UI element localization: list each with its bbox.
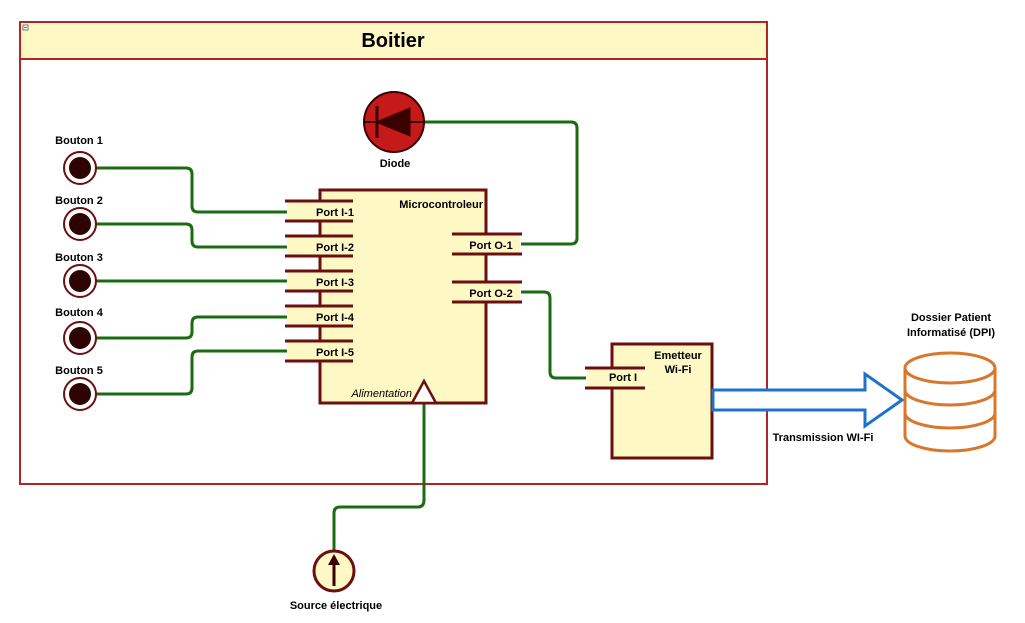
wifi-emitter[interactable]: Emetteur Wi-Fi [610, 342, 714, 460]
input-port-2-label: Port I-2 [316, 242, 354, 254]
input-port-1[interactable]: Port I-1 [285, 199, 354, 223]
microcontroller-title: Microcontroleur [399, 199, 483, 211]
output-port-2-label: Port O-2 [469, 288, 512, 300]
power-source[interactable]: Source électrique [290, 549, 382, 612]
wire-button4 [96, 315, 288, 340]
output-port-1-label: Port O-1 [469, 240, 512, 252]
input-port-4[interactable]: Port I-4 [285, 304, 355, 328]
database-label-line2: Informatisé (DPI) [907, 327, 995, 339]
wire-power [332, 404, 426, 552]
button-4[interactable]: Bouton 4 [55, 307, 104, 355]
button-1[interactable]: Bouton 1 [55, 135, 103, 185]
wire-diode [424, 120, 579, 246]
diode-label: Diode [380, 158, 411, 170]
database-icon[interactable]: Dossier Patient Informatisé (DPI) [903, 312, 997, 453]
button-3-label: Bouton 3 [55, 252, 103, 264]
database-label-line1: Dossier Patient [911, 312, 991, 324]
container-title: Boitier [361, 30, 425, 52]
wire-emitter [521, 290, 586, 380]
input-port-5[interactable]: Port I-5 [285, 339, 354, 363]
transmission-label: Transmission WI-Fi [773, 432, 874, 444]
power-source-label: Source électrique [290, 600, 382, 612]
input-port-5-label: Port I-5 [316, 347, 354, 359]
button-1-label: Bouton 1 [55, 135, 103, 147]
input-port-2[interactable]: Port I-2 [285, 234, 354, 258]
input-port-3[interactable]: Port I-3 [285, 269, 354, 293]
diode[interactable]: Diode [363, 91, 425, 170]
collapse-icon[interactable] [22, 24, 29, 31]
button-4-label: Bouton 4 [55, 307, 104, 319]
input-port-1-label: Port I-1 [316, 207, 354, 219]
input-port-3-label: Port I-3 [316, 277, 354, 289]
button-2[interactable]: Bouton 2 [55, 195, 103, 241]
wire-button1 [96, 166, 288, 214]
output-port-1[interactable]: Port O-1 [452, 232, 522, 256]
emitter-port[interactable]: Port I [585, 366, 645, 390]
output-port-2[interactable]: Port O-2 [452, 280, 522, 304]
wire-button5 [96, 349, 288, 396]
power-label: Alimentation [350, 388, 412, 400]
input-port-4-label: Port I-4 [316, 312, 355, 324]
button-3[interactable]: Bouton 3 [55, 252, 103, 298]
wires [96, 120, 586, 552]
emitter-port-label: Port I [609, 372, 637, 384]
button-2-label: Bouton 2 [55, 195, 103, 207]
transmission-arrow: Transmission WI-Fi [711, 371, 905, 444]
emitter-title-line2: Wi-Fi [665, 364, 692, 376]
power-input-triangle [409, 378, 439, 405]
button-5[interactable]: Bouton 5 [55, 365, 103, 411]
button-5-label: Bouton 5 [55, 365, 103, 377]
emitter-title-line1: Emetteur [654, 350, 702, 362]
wire-button2 [96, 222, 288, 249]
